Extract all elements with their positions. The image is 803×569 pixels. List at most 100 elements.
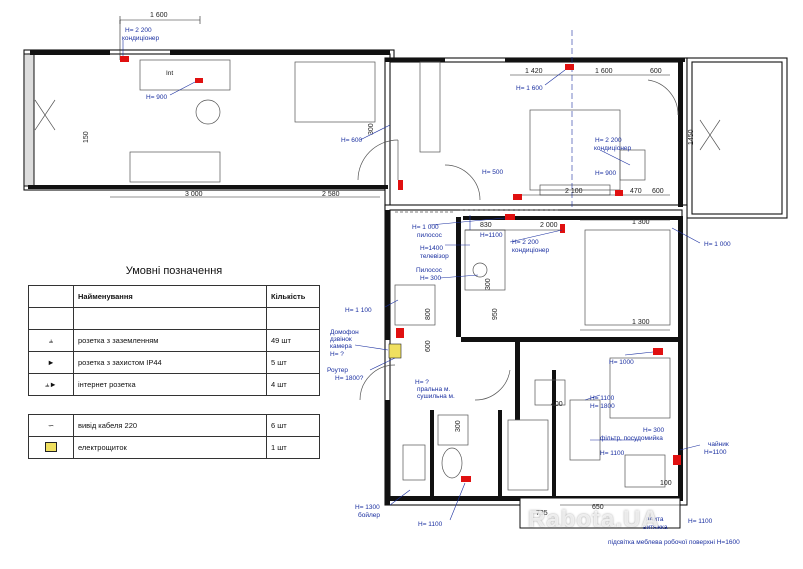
legend-row-qty: 4 шт xyxy=(266,373,320,396)
dim-living-d: 1 300 xyxy=(632,319,650,326)
grounded-socket-icon: ⫨ xyxy=(48,335,54,345)
dim-living-b: 2 000 xyxy=(540,222,558,229)
dim-k735: 735 xyxy=(536,510,548,517)
socket-7 xyxy=(396,328,404,338)
intercom-4: H= ? xyxy=(330,351,344,358)
hob-2: витяжка xyxy=(643,524,668,531)
legend-row-name: розетка з заземленням xyxy=(73,329,267,352)
legend-col-qty: Кількість xyxy=(266,285,320,308)
ac3-height: H= 2 200 xyxy=(512,239,539,246)
tv-label: телевізор xyxy=(420,252,449,260)
dim-v800: 800 xyxy=(425,308,432,320)
dim-v1450: 1450 xyxy=(688,129,695,145)
intercom-3: камера xyxy=(330,343,352,350)
h1100b: H= 1 100 xyxy=(345,307,372,314)
h1000a: H= 1 000 xyxy=(412,224,439,231)
intercom-2: дзвінок xyxy=(330,335,352,343)
socket-9 xyxy=(673,455,681,465)
legend-row: ⫨► інтернет розетка 4 шт xyxy=(28,373,320,396)
legend-row: ⫨ розетка з заземленням 49 шт xyxy=(28,329,320,352)
dim-living-a: 830 xyxy=(480,222,492,229)
dim-v150: 150 xyxy=(83,131,90,143)
dim-room1-length: 3 000 xyxy=(185,191,203,198)
intercom-1: Домофон xyxy=(330,329,359,336)
dim-bed-c: 600 xyxy=(652,188,664,195)
cable-220-icon: ∽ xyxy=(47,421,55,430)
dim-bedroom-a: 1 420 xyxy=(525,68,543,75)
legend-row-qty: 1 шт xyxy=(266,436,320,459)
dim-v300a: 300 xyxy=(368,123,375,135)
k-dishwasher: фільтр, посудомийка xyxy=(600,434,663,442)
k1800: H= 1800 xyxy=(590,403,615,410)
dim-v600: 600 xyxy=(425,340,432,352)
boiler-2: бойлер xyxy=(358,511,380,519)
washer-2: пральна м. xyxy=(417,386,450,393)
h1100d: H= 1100 xyxy=(418,521,443,528)
k-h1100c: H= 1100 xyxy=(688,518,713,525)
legend-row-name: розетка з захистом IP44 xyxy=(73,351,267,374)
leader-lines xyxy=(122,40,701,521)
h1000a-label: пилосос xyxy=(417,232,443,239)
dim-bed-a: 2 100 xyxy=(565,188,583,195)
dim-living-c: 1 300 xyxy=(632,219,650,226)
legend-row: електрощиток 1 шт xyxy=(28,436,320,459)
washer-3: сушильна м. xyxy=(417,393,455,400)
dim-k100: 100 xyxy=(660,480,672,487)
hob-1: плита xyxy=(646,516,664,523)
dim-bedroom-c: 600 xyxy=(650,68,662,75)
socket-2 xyxy=(195,78,203,83)
h1100a: H=1100 xyxy=(480,232,503,239)
k300: H= 300 xyxy=(643,427,665,434)
socket-6 xyxy=(505,214,515,220)
legend-row: ∽ вивід кабеля 220 6 шт xyxy=(28,414,320,437)
kettle-1: чайник xyxy=(708,440,729,448)
ac-socket-3 xyxy=(560,224,565,233)
legend: Умовні позначення Найменування Кількість… xyxy=(28,265,320,459)
h900a: H= 900 xyxy=(146,94,168,101)
vacuum-label: Пилосос xyxy=(416,267,443,274)
legend-table: Найменування Кількість ⫨ розетка з зазем… xyxy=(28,285,320,396)
tv-height: H=1400 xyxy=(420,245,443,252)
h900b: H= 900 xyxy=(595,170,617,177)
vacuum-height: H= 300 xyxy=(420,275,442,282)
dim-v300b: 300 xyxy=(485,278,492,290)
k1100b: H= 1100 xyxy=(600,450,625,457)
socket-8 xyxy=(653,348,663,355)
ac2-label: кондиціонер xyxy=(594,144,632,152)
legend-table-2: ∽ вивід кабеля 220 6 шт електрощиток 1 ш… xyxy=(28,414,320,459)
h600: H= 600 xyxy=(341,137,363,144)
ac1-label: кондиціонер xyxy=(122,34,160,42)
legend-row-qty: 5 шт xyxy=(266,351,320,374)
dim-bed-b: 470 xyxy=(630,188,642,195)
legend-row-name: електрощиток xyxy=(73,436,267,459)
internet-socket-icon: ⫨► xyxy=(45,379,57,389)
dimension-lines xyxy=(110,16,680,506)
legend-header-row: Найменування Кількість xyxy=(28,285,320,308)
h500: H= 500 xyxy=(482,169,504,176)
dim-b300: 300 xyxy=(455,420,462,432)
ac2-height: H= 2 200 xyxy=(595,137,622,144)
h1000c: H= 1000 xyxy=(609,359,634,366)
dim-top-room: 1 600 xyxy=(150,12,168,19)
legend-row-name: інтернет розетка xyxy=(73,373,267,396)
annotations: H= 2 200 кондиціонер Int H= 900 H= 600 H… xyxy=(122,27,740,546)
h1000b: H= 1 000 xyxy=(704,241,731,248)
legend-row: ► розетка з захистом IP44 5 шт xyxy=(28,351,320,374)
ip44-socket-icon: ► xyxy=(47,358,55,367)
int1-label: Int xyxy=(166,70,173,77)
ac1-height: H= 2 200 xyxy=(125,27,152,34)
dim-bedroom-b: 1 600 xyxy=(595,68,613,75)
legend-col-name: Найменування xyxy=(73,285,267,308)
washer-1: H= ? xyxy=(415,379,429,386)
counter-light: підсвітка меблева робочої поверхні H=160… xyxy=(608,538,740,546)
ac-socket-1 xyxy=(120,56,129,62)
sockets xyxy=(120,56,681,482)
watermark: Rabota.UA xyxy=(528,506,660,533)
h1600: H= 1 600 xyxy=(516,85,543,92)
legend-row-name: вивід кабеля 220 xyxy=(73,414,267,437)
kettle-2: H=1100 xyxy=(704,449,727,456)
panel-icon xyxy=(45,441,57,452)
dim-corridor: 2 580 xyxy=(322,191,340,198)
socket-4 xyxy=(513,194,522,200)
